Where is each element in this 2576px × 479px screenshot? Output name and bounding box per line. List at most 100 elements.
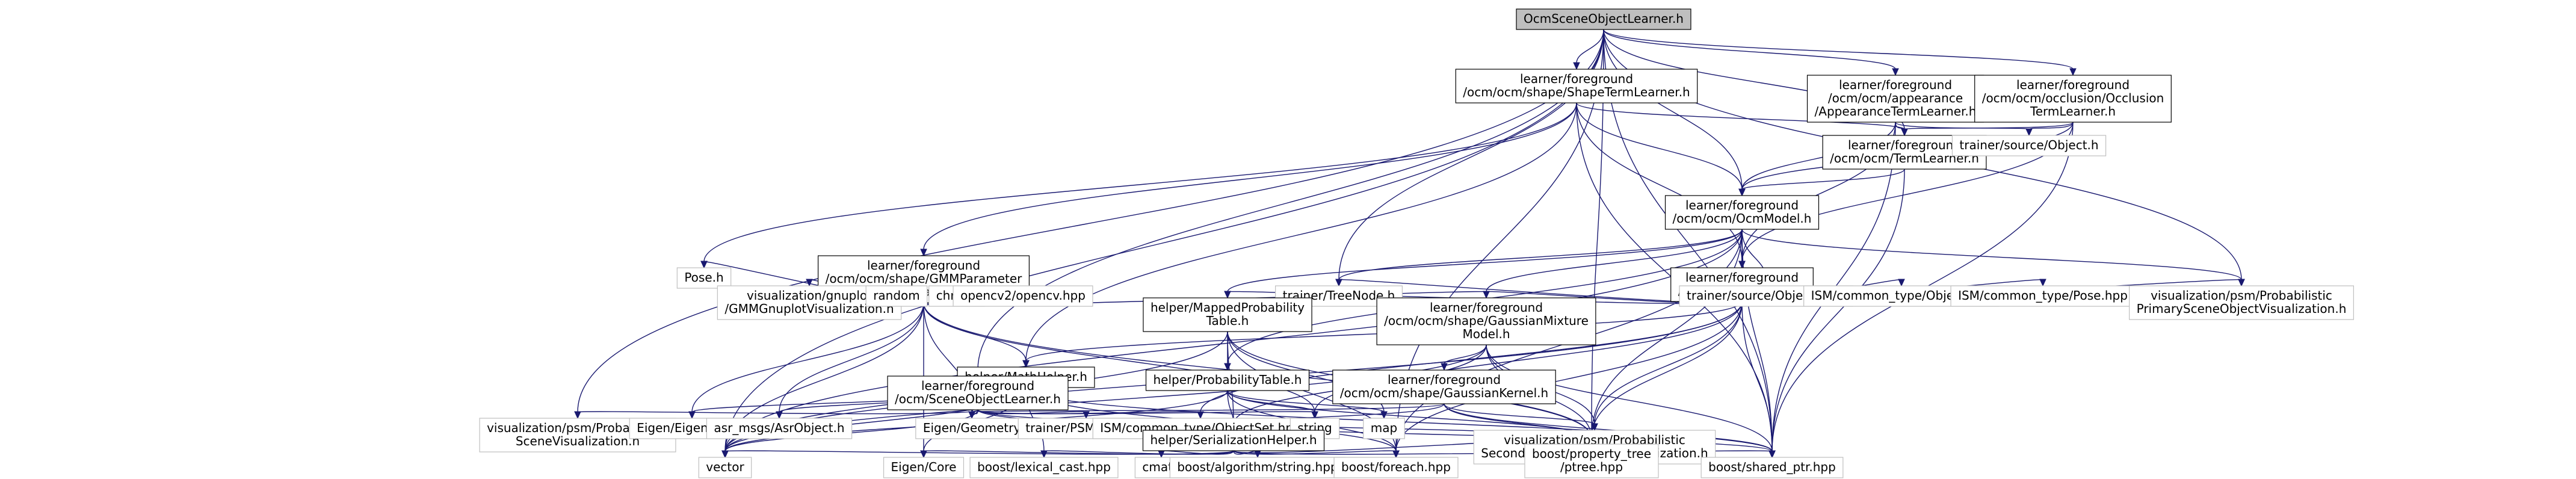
node-box [2129, 285, 2354, 320]
node-opencv: opencv2/opencv.hpp [953, 285, 1093, 307]
node-foreach: boost/foreach.hpp [1333, 457, 1459, 478]
node-box [1376, 297, 1596, 345]
edge-shapeterm-gmmparam [920, 102, 1577, 257]
node-box [706, 418, 853, 439]
edge-ocmmodel-ptree [1588, 229, 1743, 445]
node-probtable[interactable]: helper/ProbabilityTable.h [1145, 369, 1310, 391]
node-label: random [873, 288, 920, 303]
node-label: Eigen/Geometry [923, 421, 1021, 435]
node-label: boost/algorithm/string.hpp [1177, 460, 1338, 474]
edge-gausskernel-secondaryvis [1444, 403, 1598, 431]
node-box [1974, 75, 2172, 123]
node-asrmsgs: asr_msgs/AsrObject.h [706, 418, 853, 439]
edge-termlearner-ocmmodel [1738, 168, 1905, 197]
node-label: learner/foreground [867, 258, 980, 273]
node-box [1700, 457, 1844, 478]
node-box [1516, 8, 1691, 30]
node-ismpose: ISM/common_type/Pose.hpp [1950, 285, 2136, 307]
node-box [969, 457, 1119, 478]
node-label: /ocm/ocm/shape/ShapeTermLearner.h [1463, 85, 1690, 99]
node-label: trainer/source/Object.h [1959, 138, 2098, 152]
nodes-layer: OcmSceneObjectLearner.h learner/foregroun… [479, 8, 2354, 478]
node-map: map [1363, 418, 1405, 439]
node-sceneobjlearner[interactable]: learner/foreground/ocm/SceneObjectLearne… [887, 375, 1069, 410]
node-lexicalcast: boost/lexical_cast.hpp [969, 457, 1119, 478]
node-ocmmodel[interactable]: learner/foreground/ocm/ocm/OcmModel.h [1664, 195, 1820, 230]
node-shapeterm[interactable]: learner/foreground/ocm/ocm/shape/ShapeTe… [1455, 69, 1698, 104]
node-gaussmix[interactable]: learner/foreground/ocm/ocm/shape/Gaussia… [1376, 297, 1596, 345]
node-box [887, 375, 1069, 410]
edge-sceneobjlearner-ismobjectset [977, 409, 1204, 419]
node-label: learner/foreground [1848, 138, 1961, 152]
edge-sceneobjlearner-scenevis [574, 409, 978, 419]
node-label: OcmSceneObjectLearner.h [1524, 11, 1684, 26]
node-label: asr_msgs/AsrObject.h [714, 421, 844, 435]
node-box [915, 418, 1028, 439]
node-trainerobject: trainer/source/Object.h [1951, 135, 2107, 156]
node-label: learner/foreground [1388, 372, 1501, 387]
node-label: /ocm/ocm/occlusion/Occlusion [1982, 91, 2164, 105]
node-label: PrimarySceneObjectVisualization.h [2137, 301, 2347, 316]
node-apptermlearner[interactable]: learner/foreground/ocm/ocm/appearance/Ap… [1806, 75, 1985, 123]
node-root[interactable]: OcmSceneObjectLearner.h [1516, 8, 1691, 30]
node-label: map [1371, 421, 1397, 435]
node-label: /ocm/ocm/appearance [1828, 91, 1963, 105]
edge-root-occlusion [1603, 29, 2077, 76]
edge-root-treenode [1335, 29, 1604, 287]
node-label: learner/foreground [1685, 270, 1799, 285]
edge-root-scenevis [574, 29, 1604, 419]
node-box [1333, 457, 1459, 478]
edge-shapeterm-pose [700, 102, 1577, 269]
node-box [676, 267, 732, 289]
node-box [1455, 69, 1698, 104]
node-eigengeom: Eigen/Geometry [915, 418, 1028, 439]
node-box [1332, 369, 1556, 404]
node-gausskernel[interactable]: learner/foreground/ocm/ocm/shape/Gaussia… [1332, 369, 1556, 404]
node-label: ISM/common_type/Pose.hpp [1958, 288, 2128, 303]
node-box [1363, 418, 1405, 439]
node-label: learner/foreground [1685, 198, 1799, 212]
node-box [883, 457, 965, 478]
node-label: /ocm/ocm/shape/GMMParameter [826, 271, 1023, 286]
edge-gaussmix-gausskernel [1441, 344, 1487, 371]
edge-occlusion-termlearner [1901, 122, 2074, 137]
node-label: Eigen/Core [891, 460, 957, 474]
node-label: Pose.h [684, 270, 723, 285]
edge-occlusion-trainerobject [2025, 122, 2074, 137]
node-ptree: boost/property_tree/ptree.hpp [1524, 443, 1659, 478]
edge-gausskernel-eigengeom [968, 403, 1445, 419]
node-label: vector [706, 460, 744, 474]
node-algostring: boost/algorithm/string.hpp [1169, 457, 1346, 478]
node-sharedptr: boost/shared_ptr.hpp [1700, 457, 1844, 478]
node-label: boost/shared_ptr.hpp [1708, 460, 1836, 474]
node-label: boost/lexical_cast.hpp [977, 460, 1111, 474]
edge-root-shapeterm [1573, 29, 1604, 70]
edge-serialization-lexicalcast [1040, 450, 1234, 459]
node-box [1169, 457, 1346, 478]
node-serialization[interactable]: helper/SerializationHelper.h [1142, 430, 1325, 451]
node-label: /ocm/ocm/OcmModel.h [1673, 211, 1812, 226]
node-label: visualization/gnuplot [747, 288, 872, 303]
node-box [1524, 443, 1659, 478]
node-occlusion[interactable]: learner/foreground/ocm/ocm/occlusion/Occ… [1974, 75, 2172, 123]
node-box [1950, 285, 2136, 307]
node-label: /ocm/ocm/shape/GaussianMixture [1384, 314, 1589, 328]
node-box [953, 285, 1093, 307]
node-label: Model.h [1462, 327, 1510, 341]
node-label: learner/foreground [2016, 78, 2130, 92]
node-box [698, 457, 752, 478]
edge-serialization-eigencore [920, 450, 1234, 459]
node-box [1143, 297, 1312, 332]
node-label: TermLearner.h [2030, 104, 2116, 119]
edge-root-apptermlearner [1603, 29, 1899, 76]
node-label: /ocm/ocm/shape/GaussianKernel.h [1340, 386, 1548, 400]
node-box [1806, 75, 1985, 123]
node-label: helper/SerializationHelper.h [1150, 433, 1317, 447]
node-random: random [865, 285, 928, 307]
node-label: visualization/psm/Probabilistic [2151, 288, 2332, 303]
node-label: learner/foreground [1839, 78, 1952, 92]
node-box [1142, 430, 1325, 451]
edge-ocmmodel-primaryvis [1741, 229, 2245, 287]
node-label: /AppearanceTermLearner.h [1815, 104, 1977, 119]
